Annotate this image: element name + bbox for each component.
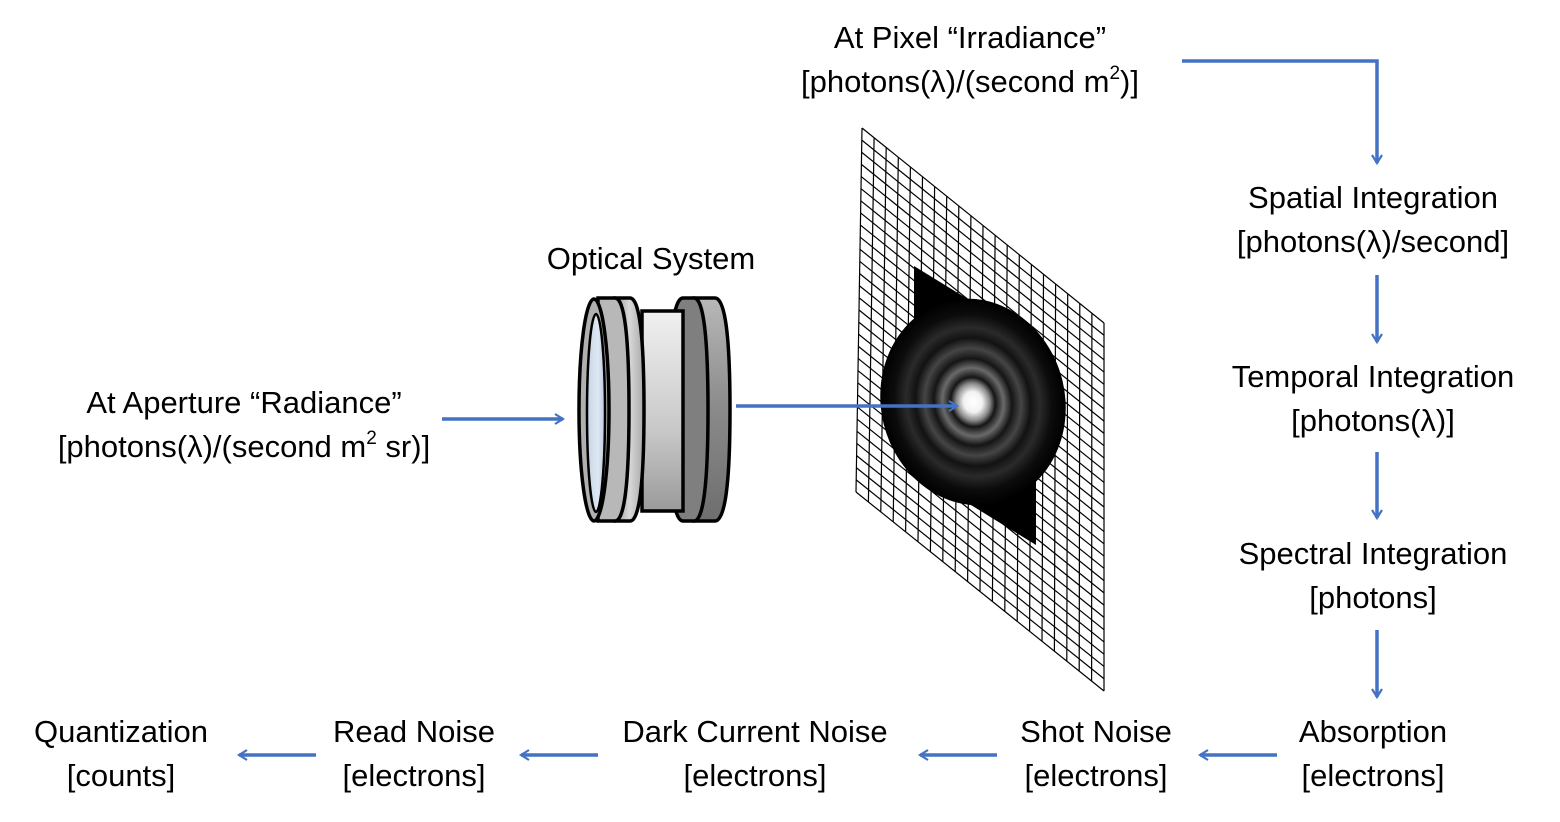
dark-current-noise-label: Dark Current Noise [electrons]: [622, 714, 888, 793]
grid-line-horizontal: [856, 442, 1105, 643]
spectral-integration-label: Spectral Integration [photons]: [1238, 536, 1508, 615]
aperture-radiance-label: At Aperture “Radiance” [photons(λ)/(seco…: [57, 385, 431, 464]
grid-line-horizontal: [861, 139, 1105, 336]
grid-line-horizontal: [855, 491, 1105, 692]
grid-line-horizontal: [855, 479, 1105, 680]
pixel-irradiance-label: At Pixel “Irradiance” [photons(λ)/(secon…: [801, 20, 1139, 99]
optical-system-label: Optical System: [546, 241, 756, 276]
sensor-plane: [855, 127, 1105, 692]
pixel-grid: [855, 127, 1105, 692]
shot-noise-label: Shot Noise [electrons]: [1020, 714, 1172, 793]
grid-line-horizontal: [856, 430, 1105, 631]
lens-icon: [577, 296, 732, 523]
grid-line-horizontal: [860, 200, 1105, 398]
grid-line-horizontal: [856, 455, 1105, 655]
arrow-pixel-to-spatial: [1182, 59, 1383, 166]
grid-line-horizontal: [856, 467, 1105, 667]
absorption-label: Absorption [electrons]: [1298, 714, 1448, 793]
grid-line-horizontal: [861, 163, 1105, 361]
grid-line-horizontal: [860, 176, 1105, 373]
airy-disk-spot: [880, 298, 1066, 506]
spatial-integration-label: Spatial Integration [photons(λ)/second]: [1236, 180, 1510, 259]
grid-line-horizontal: [861, 151, 1105, 349]
temporal-integration-label: Temporal Integration [photons(λ)]: [1231, 359, 1515, 438]
read-noise-label: Read Noise [electrons]: [333, 714, 495, 793]
arrows: [236, 59, 1383, 761]
quantization-label: Quantization [counts]: [33, 714, 209, 793]
grid-line-horizontal: [860, 188, 1105, 385]
grid-line-horizontal: [861, 127, 1105, 324]
